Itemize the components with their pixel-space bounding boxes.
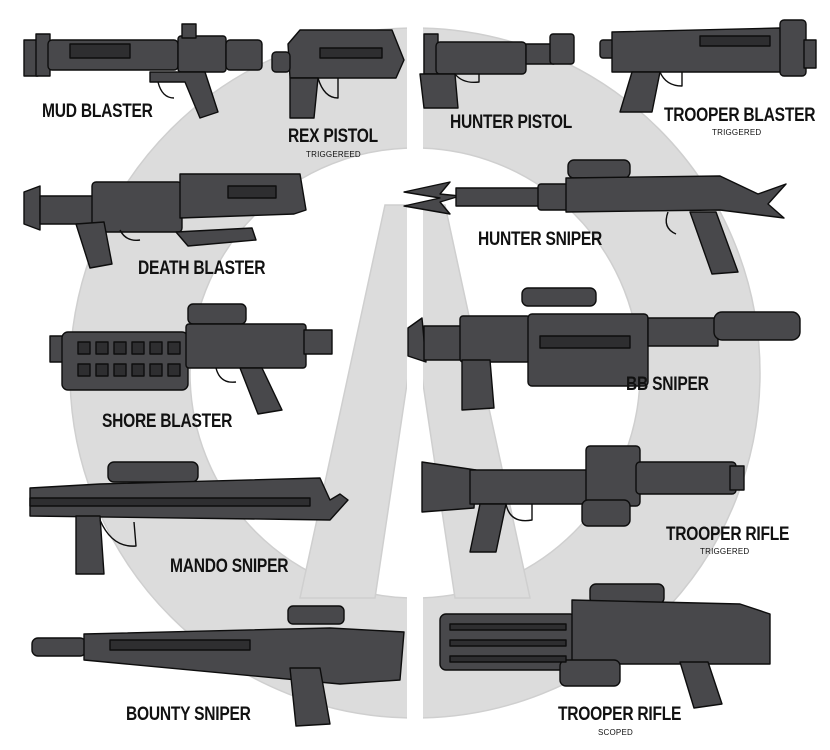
weapon-name-hunter-pistol: HUNTER PISTOL: [450, 112, 573, 133]
weapon-name-death-blaster: DEATH BLASTER: [138, 258, 266, 279]
weapon-name-hunter-sniper: HUNTER SNIPER: [478, 229, 603, 250]
weapon-name-bb-sniper: BB SNIPER: [626, 374, 709, 395]
weapon-sub-trooper-rifle-scoped: SCOPED: [598, 728, 633, 737]
weapon-name-trooper-blaster: TROOPER BLASTER: [664, 105, 816, 126]
weapon-name-bounty-sniper: BOUNTY SNIPER: [126, 704, 251, 725]
hunter-pistol-icon: [419, 33, 575, 109]
death-blaster-icon: [23, 173, 307, 269]
weapon-name-rex-pistol: REX PISTOL: [288, 126, 378, 147]
weapon-name-shore-blaster: SHORE BLASTER: [102, 411, 233, 432]
bb-sniper-icon: [407, 287, 801, 411]
weapon-sub-trooper-blaster: TRIGGERED: [712, 128, 762, 137]
mando-sniper-icon: [29, 461, 349, 575]
weapon-sub-trooper-rifle-triggered: TRIGGERED: [700, 547, 750, 556]
hunter-sniper-icon: [403, 159, 787, 275]
weapon-name-mud-blaster: MUD BLASTER: [42, 101, 153, 122]
mud-blaster-icon: [23, 23, 263, 119]
weapon-name-trooper-rifle-scoped: TROOPER RIFLE: [558, 704, 682, 725]
trooper-blaster-icon: [599, 19, 817, 113]
trooper-rifle-triggered-icon: [421, 445, 745, 553]
shore-blaster-icon: [49, 303, 333, 415]
rex-pistol-icon: [271, 29, 405, 119]
weapon-name-trooper-rifle-triggered: TROOPER RIFLE: [666, 524, 790, 545]
trooper-rifle-scoped-icon: [439, 583, 771, 709]
bounty-sniper-icon: [31, 605, 405, 727]
weapon-name-mando-sniper: MANDO SNIPER: [170, 556, 289, 577]
weapon-sub-rex-pistol: TRIGGEREED: [306, 150, 361, 159]
